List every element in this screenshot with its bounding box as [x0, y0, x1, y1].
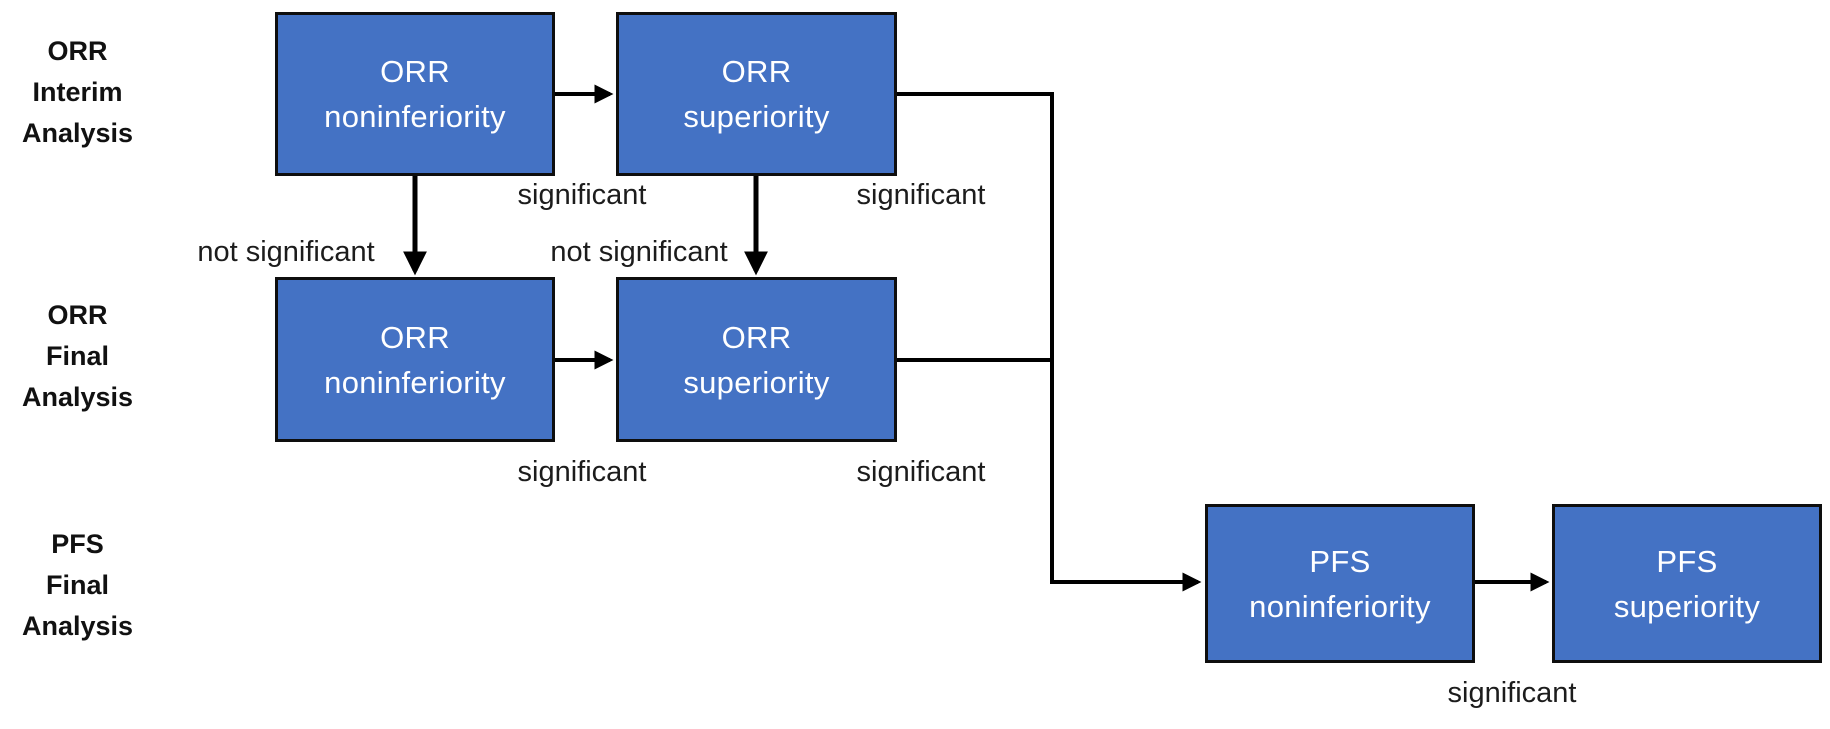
box-pfs-superiority: PFS superiority: [1552, 504, 1822, 663]
box-label-line2: superiority: [1613, 588, 1761, 624]
box-orr-noninferiority-interim: ORR noninferiority: [275, 12, 555, 176]
row-label-line: Interim: [32, 77, 123, 107]
row-label-line: Final: [45, 341, 109, 371]
edge-label-significant-interim-right: significant: [856, 179, 986, 211]
box-label-line2: superiority: [683, 99, 830, 134]
edge-label-significant-interim-left: significant: [517, 179, 647, 211]
row-label-line: Analysis: [21, 611, 134, 641]
box-label-line1: ORR: [380, 54, 450, 89]
box-label-line1: PFS: [1656, 543, 1718, 579]
row-label-line: PFS: [51, 529, 104, 559]
row-label-line: Final: [45, 570, 109, 600]
edge-label-significant-pfs: significant: [1447, 677, 1577, 709]
box-label-line1: ORR: [380, 319, 450, 355]
box-label-line1: ORR: [721, 54, 792, 89]
edge-label-not-significant-right: not significant: [550, 236, 728, 268]
connector-orr-interim-sup-to-pfs: [897, 92, 1202, 592]
box-label-line1: ORR: [721, 319, 792, 355]
box-label-line1: PFS: [1309, 543, 1371, 579]
row-label-line: ORR: [47, 300, 108, 330]
edge-label-not-significant-left: not significant: [197, 236, 375, 268]
box-orr-superiority-final: ORR superiority: [616, 277, 897, 442]
row-label-line: ORR: [47, 36, 108, 66]
edge-label-significant-final-right: significant: [856, 456, 986, 488]
box-orr-noninferiority-final: ORR noninferiority: [275, 277, 555, 442]
row-label-line: Analysis: [21, 118, 134, 148]
row-label-orr-interim-analysis: ORR Interim Analysis: [0, 31, 155, 154]
box-pfs-noninferiority: PFS noninferiority: [1205, 504, 1475, 663]
row-label-pfs-final-analysis: PFS Final Analysis: [0, 524, 155, 647]
row-label-line: Analysis: [21, 382, 134, 412]
row-label-orr-final-analysis: ORR Final Analysis: [0, 295, 155, 418]
box-orr-superiority-interim: ORR superiority: [616, 12, 897, 176]
edge-label-significant-final-left: significant: [517, 456, 647, 488]
box-label-line2: noninferiority: [1249, 588, 1431, 624]
box-label-line2: noninferiority: [324, 364, 506, 400]
box-label-line2: superiority: [683, 364, 830, 400]
box-label-line2: noninferiority: [324, 99, 506, 134]
